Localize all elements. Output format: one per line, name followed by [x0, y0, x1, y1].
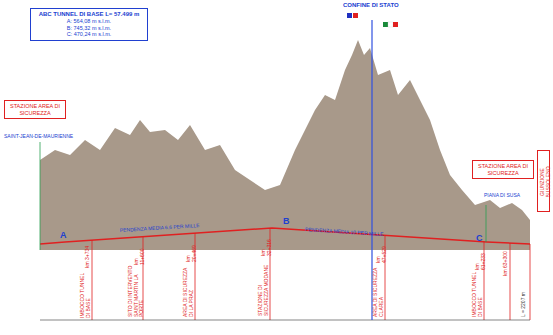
box-text: A: 564,08 m s.l.m.: [34, 18, 144, 25]
border-label: CONFINE DI STATO: [343, 2, 399, 9]
point-letter: A: [60, 231, 67, 241]
box-text: GIUNZIONE BUSSOLENO: [539, 153, 551, 211]
point-letter: B: [283, 217, 290, 227]
km-label: IMBOCCO TUNNEL DI BASE: [472, 271, 483, 317]
safety-station-box: STAZIONE AREA DI SICUREZZA: [472, 160, 534, 179]
place-name: PIANA DI SUSA: [484, 193, 520, 199]
info-box: ABC TUNNEL DI BASE L= 57.499 mA: 564,08 …: [30, 8, 148, 41]
km-label: km 47+529: [376, 239, 387, 263]
length-label: L = 2207 m: [521, 283, 527, 317]
safety-station-box: STAZIONE AREA DI SICUREZZA: [4, 100, 66, 119]
point-letter: C: [476, 234, 483, 244]
km-label: km 32+316: [261, 232, 272, 256]
box-text: B: 745,32 m s.l.m.: [34, 25, 144, 32]
box-text: STAZIONE AREA DI SICUREZZA: [476, 163, 530, 176]
km-label: AREA DI SICUREZZA CLAREA: [373, 263, 384, 317]
km-label: km 11+600: [134, 241, 145, 265]
junction-box: GIUNZIONE BUSSOLENO: [537, 150, 550, 212]
km-label: IMBOCCO TUNNEL DI BASE: [80, 268, 91, 318]
km-label: km 3+734: [85, 244, 91, 268]
base-line: [40, 320, 530, 321]
km-label: km 20+469: [186, 238, 197, 262]
place-name: SAINT-JEAN-DE-MAURIENNE: [4, 134, 73, 140]
box-text: ABC TUNNEL DI BASE L= 57.499 m: [34, 11, 144, 18]
tunnel-line: [40, 228, 530, 244]
mountain-profile: [40, 40, 530, 250]
box-text: C: 470,24 m s.l.m.: [34, 31, 144, 38]
km-label: km 63+300: [503, 248, 509, 276]
station-markers: [40, 142, 486, 250]
km-lines: [92, 228, 530, 320]
box-text: STAZIONE AREA DI SICUREZZA: [8, 103, 62, 116]
km-label: AREA DI SICUREZZA DI LA PRAZ: [183, 263, 194, 317]
km-label: SITO DI INTERVENTO SAINT MARTIN LA PORTE: [128, 265, 145, 317]
km-label: STAZIONE DI SICUREZZA MODANE: [258, 258, 269, 316]
km-label: km 61+233: [475, 246, 486, 270]
flags: [347, 13, 398, 27]
